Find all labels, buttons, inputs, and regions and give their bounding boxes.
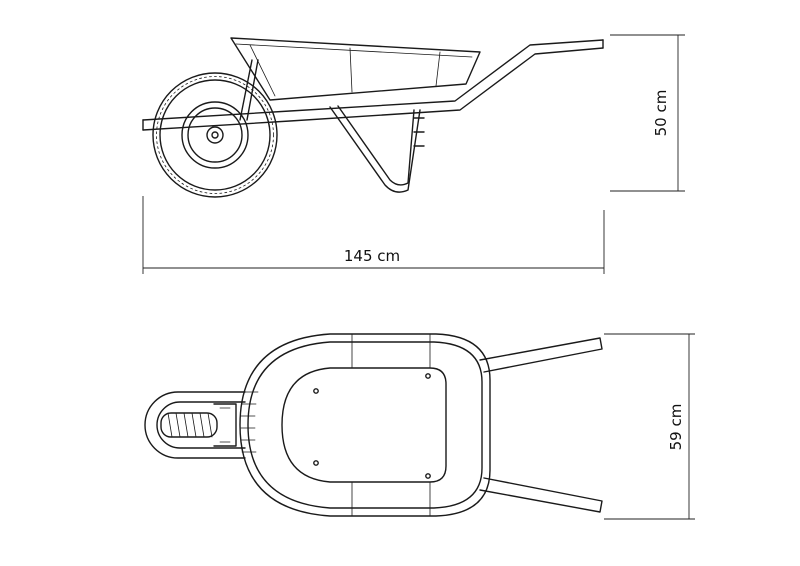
height-dimension: 50 cm bbox=[610, 34, 685, 192]
width-dimension: 59 cm bbox=[604, 333, 695, 520]
side-view-tub bbox=[230, 37, 481, 101]
top-view-tub bbox=[239, 333, 491, 517]
top-view-handles bbox=[479, 337, 603, 513]
top-view bbox=[144, 333, 603, 517]
top-view-wheel-guard bbox=[144, 391, 246, 459]
side-view-wheel bbox=[152, 72, 278, 198]
side-view-leg bbox=[329, 105, 425, 193]
length-label: 145 cm bbox=[344, 247, 400, 265]
side-view bbox=[142, 37, 604, 198]
top-view-tire bbox=[160, 412, 218, 438]
length-dimension: 145 cm bbox=[142, 196, 605, 274]
top-view-tub-floor bbox=[281, 367, 447, 483]
width-label: 59 cm bbox=[667, 404, 685, 451]
height-label: 50 cm bbox=[652, 90, 670, 137]
